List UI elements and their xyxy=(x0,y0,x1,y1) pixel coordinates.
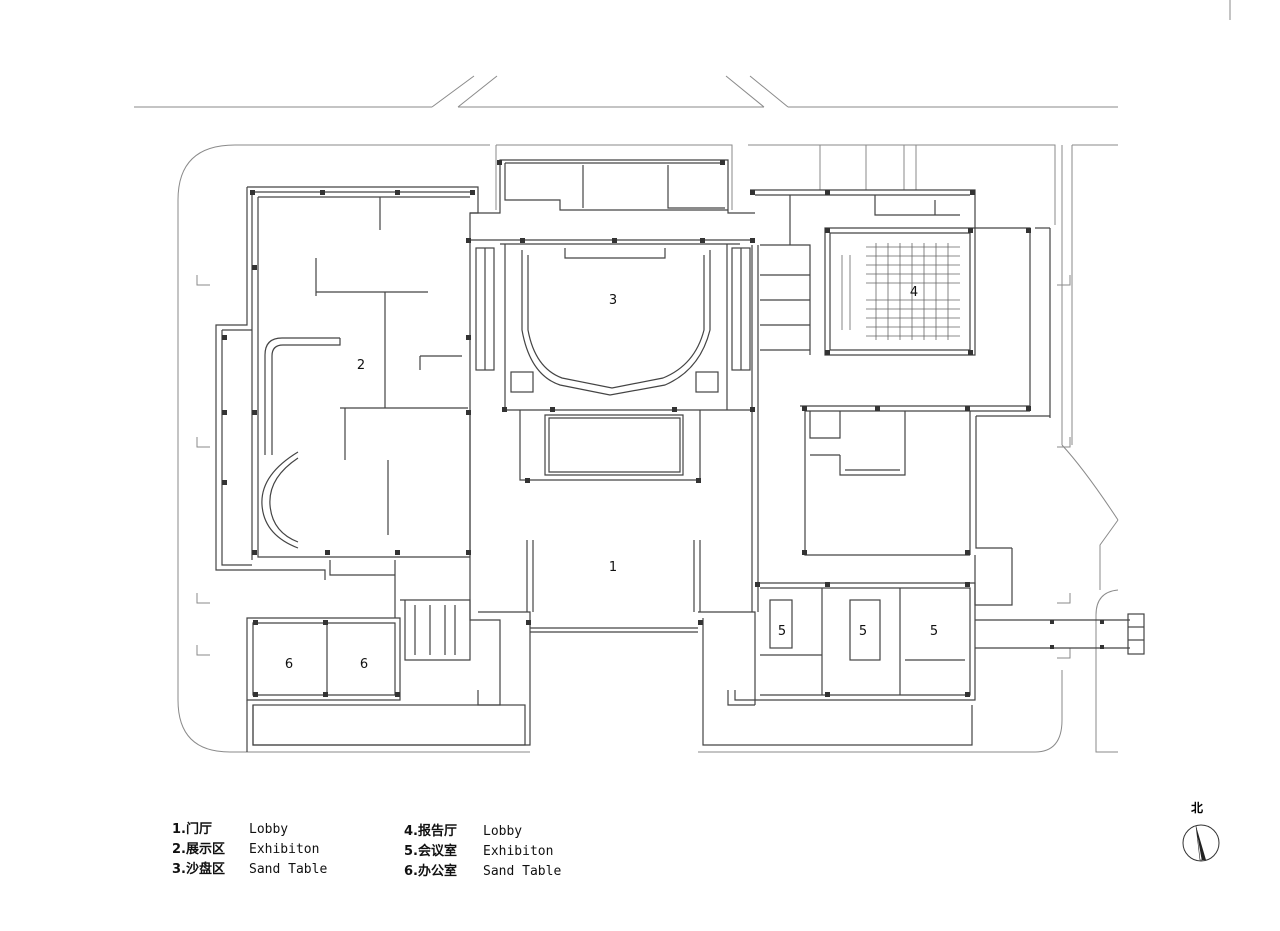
room-label-office-b: 6 xyxy=(360,657,368,672)
legend-item-en: Exhibiton xyxy=(249,842,320,857)
legend-item: 4.报告厅 Lobby xyxy=(404,822,561,842)
legend-item-cn: 5.会议室 xyxy=(404,844,457,859)
room-label-office-a: 6 xyxy=(285,657,293,672)
legend-item-en: Exhibiton xyxy=(483,844,554,859)
building-walls xyxy=(215,159,1145,752)
room-label-meeting-a: 5 xyxy=(778,624,786,639)
legend-right: 4.报告厅 Lobby 5.会议室 Exhibiton 6.办公室 Sand T… xyxy=(404,822,561,882)
room-label-meeting-b: 5 xyxy=(859,624,867,639)
north-label: 北 xyxy=(1191,801,1204,815)
room-label-exhibition: 2 xyxy=(357,358,365,373)
room-label-lobby: 1 xyxy=(609,560,617,575)
legend-item: 2.展示区 Exhibiton xyxy=(172,840,327,860)
lecture-seating xyxy=(841,243,960,340)
legend-item-en: Sand Table xyxy=(483,864,562,879)
site-context xyxy=(134,0,1231,753)
structural-columns xyxy=(222,160,1104,697)
room-label-sand-table: 3 xyxy=(609,293,617,308)
legend-item: 3.沙盘区 Sand Table xyxy=(172,860,327,880)
legend-item: 1.门厅 Lobby xyxy=(172,820,327,840)
legend-item-en: Sand Table xyxy=(249,862,328,877)
legend-item-cn: 1.门厅 xyxy=(172,822,212,837)
legend-item-cn: 6.办公室 xyxy=(404,864,457,879)
room-label-meeting-c: 5 xyxy=(930,624,938,639)
legend-item: 5.会议室 Exhibiton xyxy=(404,842,561,862)
legend-item: 6.办公室 Sand Table xyxy=(404,862,561,882)
room-label-lecture-hall: 4 xyxy=(910,285,918,300)
legend-item-cn: 2.展示区 xyxy=(172,842,225,857)
legend-item-en: Lobby xyxy=(483,824,523,839)
legend-left: 1.门厅 Lobby 2.展示区 Exhibiton 3.沙盘区 Sand Ta… xyxy=(172,820,327,880)
legend-item-cn: 4.报告厅 xyxy=(404,824,457,839)
legend-item-en: Lobby xyxy=(249,822,289,837)
legend-item-cn: 3.沙盘区 xyxy=(172,862,225,877)
north-arrow-icon xyxy=(1182,824,1220,862)
